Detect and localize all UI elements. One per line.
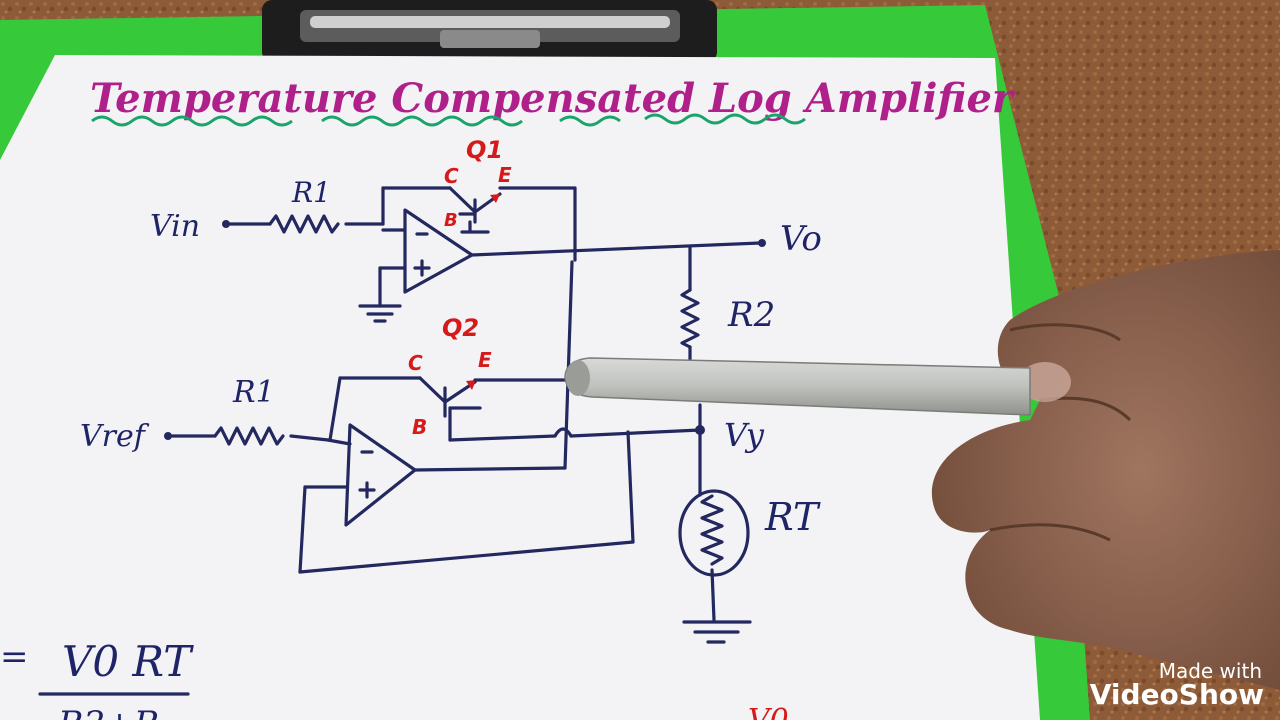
- label-c2: C: [408, 351, 423, 375]
- vref-terminal: [164, 432, 172, 440]
- label-e2: E: [478, 348, 492, 372]
- label-rt: RT: [764, 495, 821, 539]
- equation-numerator: V0 RT: [62, 637, 194, 686]
- vo-terminal: [758, 239, 766, 247]
- clipboard-clip: [262, 0, 717, 62]
- equation-denominator: R2+R: [57, 704, 159, 720]
- watermark-line2: VideoShow: [1090, 678, 1264, 711]
- equation-partial: V0: [748, 703, 789, 720]
- vin-terminal: [222, 220, 230, 228]
- diagram-title: Temperature Compensated Log Amplifier: [90, 75, 1016, 122]
- r2-resistor: [680, 288, 700, 349]
- rt-thermistor: [678, 489, 750, 577]
- watermark-line1: Made with: [1159, 659, 1262, 683]
- paper-sheet: [0, 55, 1040, 720]
- pointing-hand: [931, 250, 1280, 690]
- pointer-pen: [564, 357, 1031, 416]
- label-vo: Vo: [780, 219, 822, 259]
- label-b2: B: [412, 415, 427, 439]
- label-b1: B: [444, 210, 458, 231]
- label-e1: E: [498, 163, 512, 187]
- label-q2: Q2: [442, 314, 479, 342]
- label-q1: Q1: [466, 136, 503, 164]
- label-vy: Vy: [724, 416, 765, 454]
- label-r1-bottom: R1: [232, 375, 275, 410]
- opamp-1: [403, 208, 474, 294]
- top-log-stage: [222, 186, 766, 362]
- bottom-log-stage: [164, 260, 752, 644]
- opamp-2: [344, 423, 417, 527]
- equation: = V0 RT R2+R V0: [0, 637, 789, 720]
- r1-top-resistor: [268, 214, 340, 234]
- title-underline: [91, 113, 806, 127]
- label-r2: R2: [727, 295, 775, 335]
- watermark: Made with VideoShow: [1090, 659, 1264, 711]
- label-vin: Vin: [150, 209, 200, 244]
- circuit-labels: Q1 C E B Q2 C E B R1 R1 R2 RT Vin Vref V…: [80, 136, 822, 539]
- r1-bottom-resistor: [213, 426, 285, 446]
- label-r1-top: R1: [291, 176, 331, 209]
- label-c1: C: [444, 164, 459, 188]
- label-vref: Vref: [80, 419, 150, 454]
- equation-equals: =: [0, 637, 29, 677]
